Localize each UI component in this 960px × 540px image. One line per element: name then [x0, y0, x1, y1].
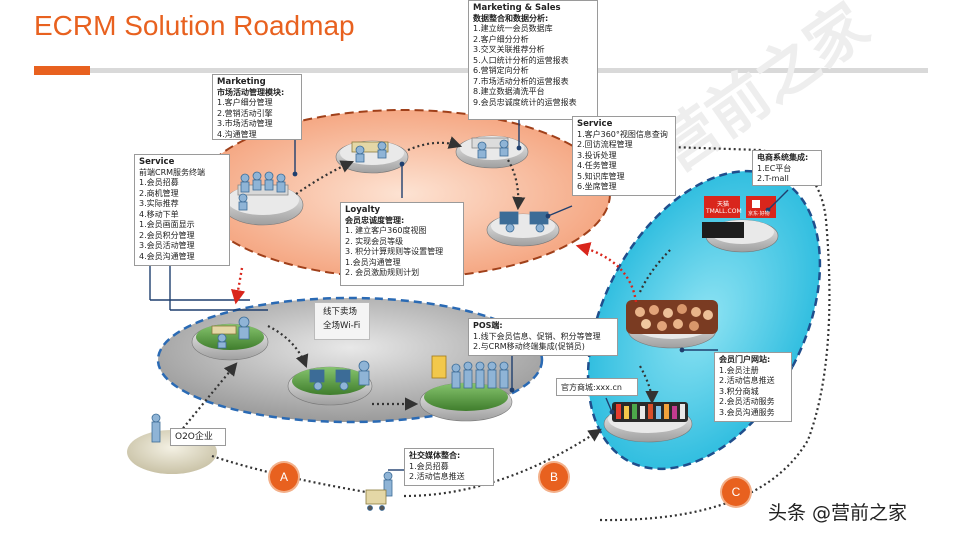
service-left-line: 3.会员活动管理: [139, 241, 195, 250]
marketing-line: 4.沟通管理: [217, 129, 257, 139]
marketing-sales-subtitle: 数据整合和数据分析:: [473, 13, 549, 23]
service-left-line: 4.会员沟通管理: [139, 251, 195, 261]
pos-box: POS端: 1.线下会员信息、促销、积分等管理 2.与CRM移动终端集成(促销员…: [468, 318, 618, 356]
service-top-title: Service: [577, 119, 613, 129]
social-media-box: 社交媒体整合: 1.会员招募 2.活动信息推送: [404, 448, 494, 486]
member-portal-box: 会员门户网站: 1.会员注册 2.活动信息推送 3.积分商城 2.会员活动服务 …: [714, 352, 792, 422]
service-left-title: Service: [139, 157, 175, 167]
service-top-line: 4.任务管理: [577, 161, 617, 170]
service-left-line: 4.移动下单: [139, 209, 179, 219]
marketing-sales-line: 3.交叉关联推荐分析: [473, 45, 545, 54]
red-flow-arrows: [230, 242, 638, 305]
tmall-logo: [704, 196, 740, 218]
service-top-line: 5.知识库管理: [577, 171, 625, 181]
loyalty-line: 2. 实现会员等级: [345, 236, 404, 246]
service-left-line: 1.会员画面显示: [139, 220, 195, 229]
service-top-line: 6.坐席管理: [577, 182, 617, 191]
loyalty-box: Loyalty 会员忠诚度管理: 1. 建立客户360度视图 2. 实现会员等级…: [340, 202, 464, 286]
pos-line: 1.线下会员信息、促销、积分等管理: [473, 331, 601, 341]
page-title: ECRM Solution Roadmap: [34, 10, 355, 41]
official-site-label: 官方商城:xxx.cn: [561, 383, 622, 392]
offline-store-box: 线下卖场 全场Wi-Fi: [314, 302, 370, 340]
social-line: 1.会员招募: [409, 461, 449, 471]
social-title: 社交媒体整合:: [409, 451, 461, 460]
loyalty-title: Loyalty: [345, 205, 381, 215]
service-top-line: 3.投诉处理: [577, 150, 617, 160]
loyalty-subtitle: 会员忠诚度管理:: [345, 215, 405, 225]
source-watermark: 头条 @营前之家: [768, 502, 908, 524]
loyalty-line: 3. 积分计算规则等设置管理: [345, 247, 444, 256]
service-left-box: Service 前端CRM服务终端 1.会员招募 2.商机管理 3.实际推荐 4…: [134, 154, 230, 266]
loyalty-line: 1. 建立客户360度视图: [345, 226, 427, 235]
marketing-sales-title: Marketing & Sales: [473, 3, 561, 13]
marketing-sales-line: 9.会员忠诚度统计的运营报表: [473, 97, 577, 107]
marketing-line: 3.市场活动管理: [217, 119, 273, 128]
marketing-line: 2.营销活动引擎: [217, 108, 273, 118]
marketing-sales-line: 2.客户细分分析: [473, 34, 529, 44]
service-top-box: Service 1.客户360°视图信息查询 2.回访流程管理 3.投诉处理 4…: [572, 116, 676, 196]
o2o-label: O2O企业: [175, 432, 213, 442]
service-left-line: 1.会员招募: [139, 178, 179, 187]
marketing-box: Marketing 市场活动管理模块: 1.客户细分管理 2.营销活动引擎 3.…: [212, 74, 302, 140]
service-left-subtitle: 前端CRM服务终端: [139, 167, 206, 177]
marketing-subtitle: 市场活动管理模块:: [217, 87, 285, 97]
marketing-sales-line: 1.建立统一会员数据库: [473, 24, 553, 33]
member-portal-title: 会员门户网站:: [719, 355, 771, 364]
disk-pos-counter: [419, 382, 513, 422]
pos-line: 2.与CRM移动终端集成(促销员): [473, 342, 585, 351]
marketing-title: Marketing: [217, 77, 266, 87]
tmall-logo-text: 天猫 TMALL.COM: [706, 201, 742, 215]
offline-line: 线下卖场: [323, 307, 358, 317]
service-left-line: 3.实际推荐: [139, 199, 179, 208]
member-portal-line: 2.会员活动服务: [719, 397, 775, 406]
ecommerce-line: 1.EC平台: [757, 163, 792, 173]
loyalty-line: 2. 会员激励规则计划: [345, 268, 420, 277]
connector-dots: [292, 145, 771, 415]
ecommerce-title: 电商系统集成:: [757, 153, 809, 162]
marker-a: A: [270, 463, 298, 491]
ec-screen: [702, 222, 744, 238]
service-left-line: 2.商机管理: [139, 188, 179, 198]
offline-line: 全场Wi-Fi: [323, 321, 361, 331]
jd-logo-text: 京东·好物: [748, 211, 770, 217]
title-rule-accent: [34, 66, 90, 75]
social-line: 2.活动信息推送: [409, 472, 465, 481]
service-left-line: 2.会员积分管理: [139, 230, 195, 240]
service-top-line: 2.回访流程管理: [577, 140, 633, 149]
marker-c: C: [722, 478, 750, 506]
member-portal-line: 1.会员注册: [719, 365, 759, 375]
service-top-line: 1.客户360°视图信息查询: [577, 129, 668, 139]
ecommerce-line: 2.T-mall: [757, 174, 789, 183]
member-portal-line: 2.活动信息推送: [719, 376, 775, 385]
people-figures: [151, 137, 549, 511]
marketing-sales-line: 7.市场活动分析的运营报表: [473, 76, 569, 86]
product-shelf-image: [612, 402, 688, 422]
o2o-box: O2O企业: [170, 428, 226, 446]
marker-b: B: [540, 463, 568, 491]
member-portal-line: 3.积分商城: [719, 386, 759, 396]
ecommerce-box: 电商系统集成: 1.EC平台 2.T-mall: [752, 150, 822, 186]
jd-logo: [746, 196, 776, 218]
marketing-sales-line: 6.营销定向分析: [473, 66, 529, 75]
loyalty-line: 1.会员沟通管理: [345, 257, 401, 267]
pos-title: POS端:: [473, 321, 503, 330]
marketing-sales-box: Marketing & Sales 数据整合和数据分析: 1.建立统一会员数据库…: [468, 0, 598, 120]
member-portal-line: 3.会员沟通服务: [719, 407, 775, 417]
official-site-box: 官方商城:xxx.cn: [556, 378, 638, 396]
member-crowd-image: [626, 300, 718, 334]
marketing-sales-line: 8.建立数据清洗平台: [473, 87, 545, 96]
marketing-sales-line: 5.人口统计分析的运营报表: [473, 55, 569, 65]
marketing-line: 1.客户细分管理: [217, 98, 273, 107]
